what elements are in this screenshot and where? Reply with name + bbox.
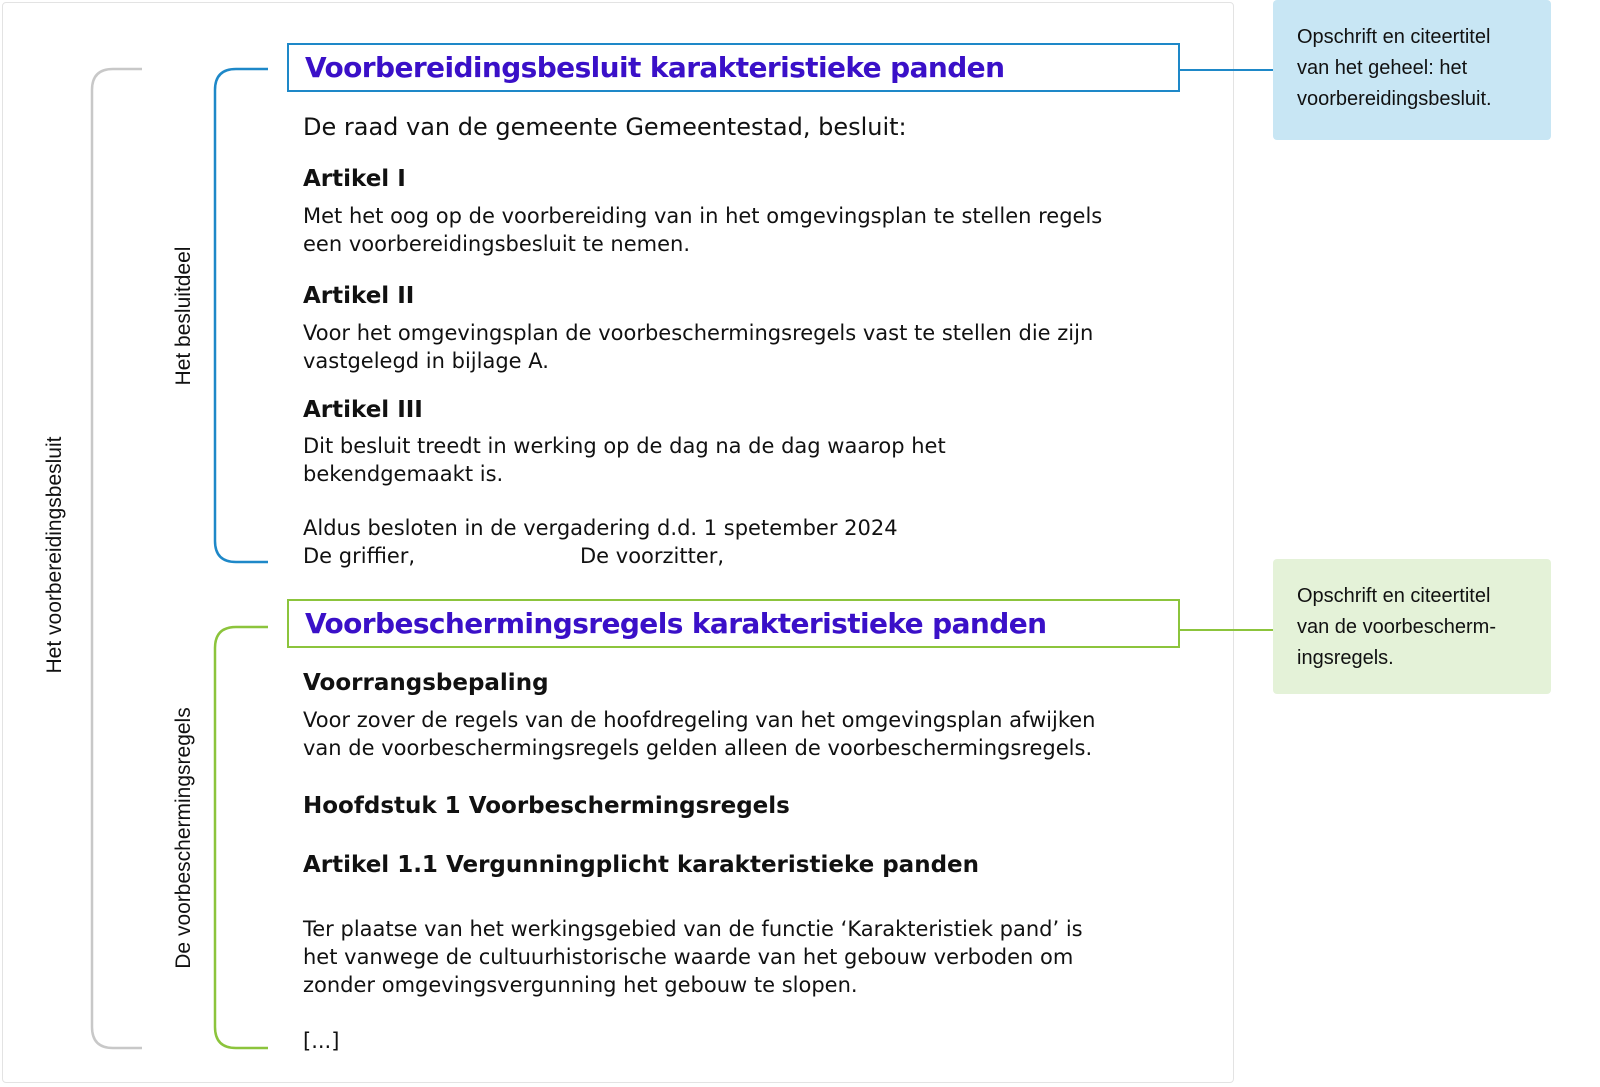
- article-3-heading: Artikel III: [303, 397, 423, 423]
- article-2-line-1: Voor het omgevingsplan de voorbeschermin…: [303, 321, 1094, 345]
- article-1-line-1: Met het oog op de voorbereiding van in h…: [303, 204, 1103, 228]
- chair-signature: De voorzitter,: [580, 544, 725, 568]
- precedence-line-1: Voor zover de regels van de hoofdregelin…: [303, 708, 1096, 732]
- rules-article-heading: Artikel 1.1 Vergunningplicht karakterist…: [303, 852, 980, 878]
- rules-note-line-2: van de voorbescherm-: [1297, 616, 1496, 638]
- rules-note-line-1: Opschrift en citeertitel: [1297, 585, 1491, 607]
- label-decision-part: Het besluitdeel: [172, 246, 195, 386]
- clerk-signature: De griffier,: [303, 544, 416, 568]
- precedence-line-2: van de voorbeschermingsregels gelden all…: [303, 736, 1093, 760]
- precedence-heading: Voorrangsbepaling: [303, 670, 549, 696]
- rules-article-line-1: Ter plaatse van het werkingsgebied van d…: [303, 917, 1083, 941]
- article-2-line-2: vastgelegd in bijlage A.: [303, 349, 549, 373]
- decision-title: Voorbereidingsbesluit karakteristieke pa…: [305, 51, 1005, 84]
- decision-note: Opschrift en citeertitel van het geheel:…: [1273, 0, 1551, 140]
- rules-note-line-3: ingsregels.: [1297, 647, 1394, 669]
- closing-line: Aldus besloten in de vergadering d.d. 1 …: [303, 516, 898, 540]
- rules-article-line-2: het vanwege de cultuurhistorische waarde…: [303, 945, 1074, 969]
- article-2-heading: Artikel II: [303, 283, 415, 309]
- decision-note-line-2: van het geheel: het: [1297, 57, 1468, 79]
- whole-bracket: [90, 67, 142, 1050]
- rules-bracket: [213, 625, 268, 1050]
- article-3-line-1: Dit besluit treedt in werking op de dag …: [303, 434, 946, 458]
- label-rules-part: De voorbeschermingsregels: [172, 707, 195, 969]
- decision-title-box: Voorbereidingsbesluit karakteristieke pa…: [287, 43, 1180, 92]
- label-whole: Het voorbereidingsbesluit: [43, 436, 66, 674]
- chapter-heading: Hoofdstuk 1 Voorbeschermingsregels: [303, 793, 790, 819]
- document-panel: [2, 2, 1234, 1083]
- decision-bracket: [213, 67, 268, 564]
- decision-note-line-1: Opschrift en citeertitel: [1297, 26, 1491, 48]
- decision-note-line-3: voorbereidingsbesluit.: [1297, 88, 1492, 110]
- rules-title: Voorbeschermingsregels karakteristieke p…: [305, 607, 1047, 640]
- ellipsis: [...]: [303, 1029, 340, 1053]
- decision-intro: De raad van de gemeente Gemeentestad, be…: [303, 113, 907, 141]
- rules-article-line-3: zonder omgevingsvergunning het gebouw te…: [303, 973, 858, 997]
- rules-note: Opschrift en citeertitel van de voorbesc…: [1273, 559, 1551, 694]
- article-3-line-2: bekendgemaakt is.: [303, 462, 504, 486]
- rules-title-box: Voorbeschermingsregels karakteristieke p…: [287, 599, 1180, 648]
- article-1-line-2: een voorbereidingsbesluit te nemen.: [303, 232, 691, 256]
- article-1-heading: Artikel I: [303, 166, 406, 192]
